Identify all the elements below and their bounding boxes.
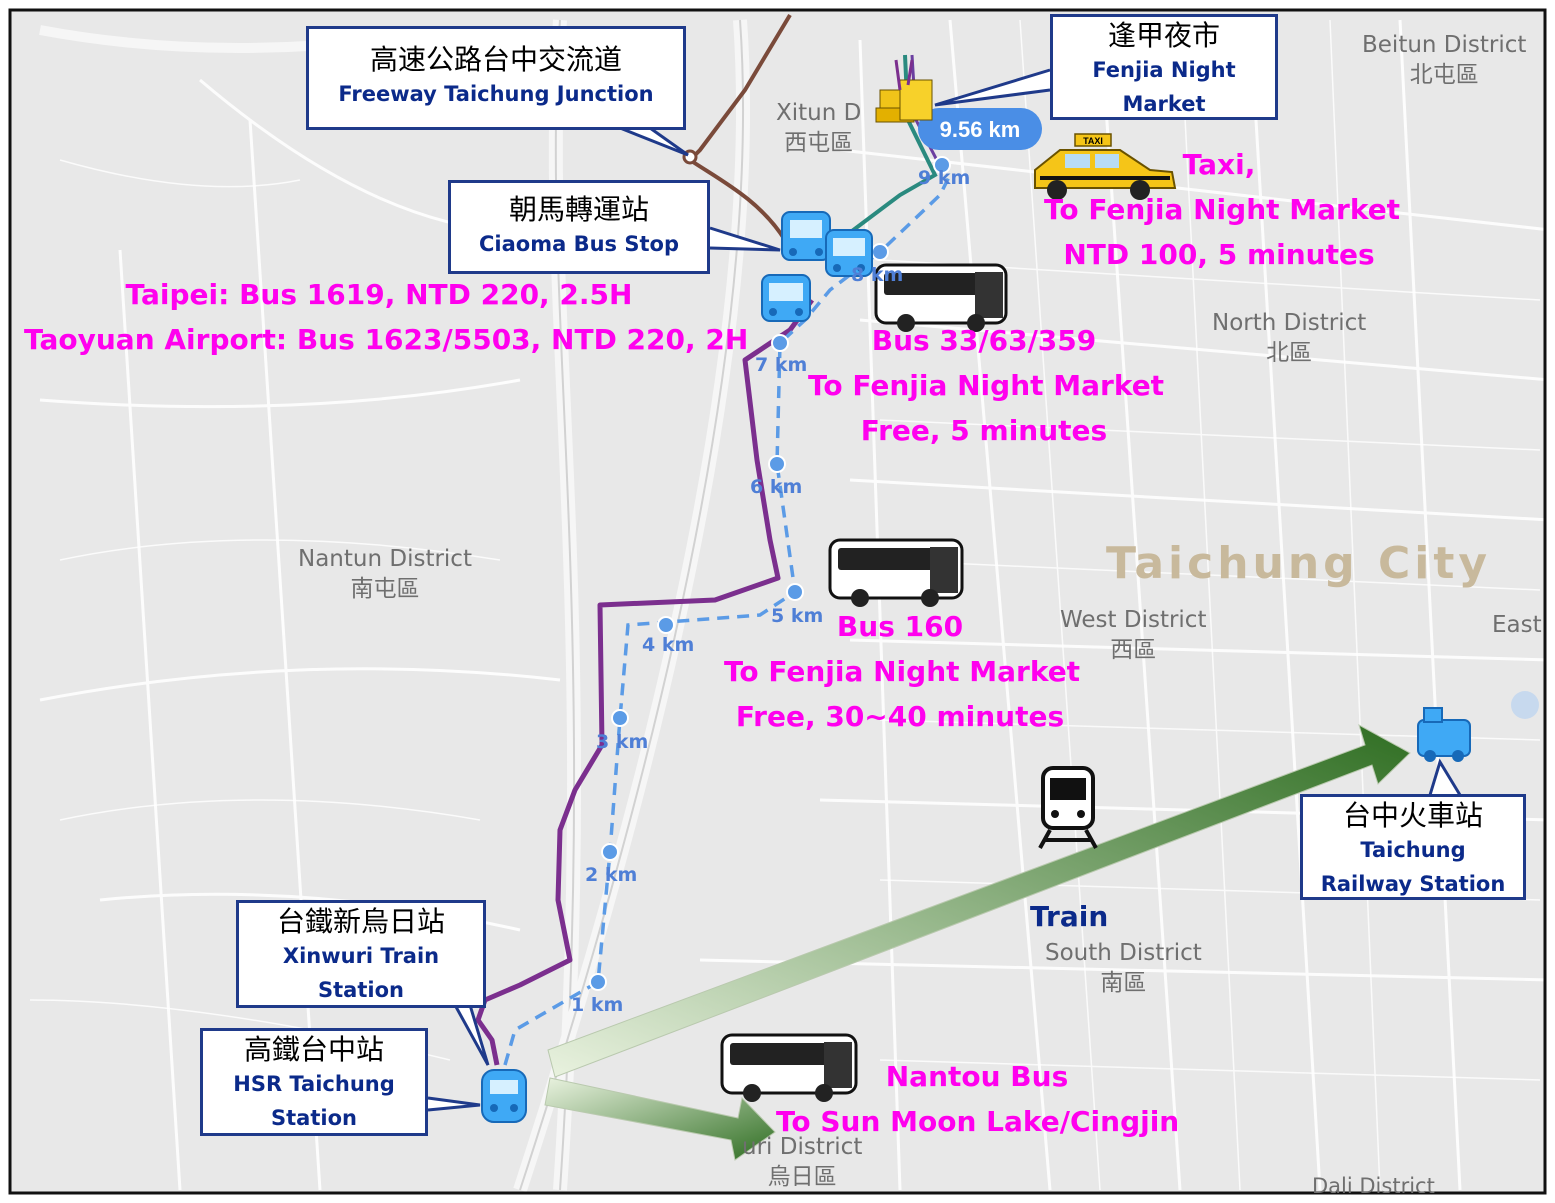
freeway-en: Freeway Taichung Junction [338,82,654,106]
railway-zh: 台中火車站 [1342,799,1483,832]
km-label-1: 1 km [571,994,624,1016]
train-arrow [547,723,1411,1078]
fenjia-zh: 逢甲夜市 [1107,19,1220,52]
coach-bus-icon-3 [720,1033,858,1102]
bus-160-line-1: Bus 160 [836,610,964,643]
fenjia-en-2: Market [1122,92,1206,116]
xinwuri-en-1: Xinwuri Train [282,944,440,968]
taxi-sign-text: TAXI [1083,136,1103,146]
district-west: West District 西區 [1060,605,1206,665]
taxi-info: Taxi, To Fenjia Night Market NTD 100, 5 … [1044,142,1401,277]
fenjia-market-icon [875,59,933,123]
coach-bus-icon-2 [828,538,964,607]
km-label-9: 9 km [918,167,971,189]
distance-badge-text: 9.56 km [940,117,1021,142]
district-nantun-en: Nantun District [298,546,472,572]
km-label-3: 3 km [596,731,649,753]
district-north: North District 北區 [1212,308,1366,368]
hsr-en-2: Station [271,1106,357,1130]
freeway-zh: 高速公路台中交流道 [369,43,622,76]
km-label-6: 6 km [750,476,803,498]
map-frame [8,8,1547,1195]
ciaoma-bus-stop-icon [761,211,873,322]
hsr-en-1: HSR Taichung [233,1072,395,1096]
xinwuri-en-2: Station [318,978,404,1002]
railway-en-2: Railway Station [1320,872,1506,896]
callout-ciaoma-bus-stop: 朝馬轉運站 Ciaoma Bus Stop [448,180,710,274]
hsr-zh: 高鐵台中站 [243,1033,384,1066]
bus-33-info: Bus 33/63/359 To Fenjia Night Market Fre… [808,318,1165,453]
km-label-5: 5 km [771,605,824,627]
taxi-icon: TAXI [1034,133,1177,200]
district-xitun-zh: 西屯區 [784,130,854,156]
district-beitun-en: Beitun District [1362,32,1527,58]
taxi-line-1: Taxi, [1182,148,1256,181]
district-west-zh: 西區 [1110,637,1157,663]
district-beitun-zh: 北屯區 [1409,62,1479,88]
nantou-line-1: Nantou Bus [885,1060,1069,1093]
intercity-line-2: Taoyuan Airport: Bus 1623/5503, NTD 220,… [24,323,749,356]
district-wuri-en: uri District [742,1134,863,1160]
district-beitun: Beitun District 北屯區 [1362,30,1526,90]
district-west-en: West District [1060,607,1207,633]
bus-160-info: Bus 160 To Fenjia Night Market Free, 30~… [724,604,1081,739]
taxi-line-3: NTD 100, 5 minutes [1063,238,1375,271]
nantou-line-2: To Sun Moon Lake/Cingjin [776,1105,1180,1138]
bus-33-line-1: Bus 33/63/359 [871,324,1097,357]
km-label-7: 7 km [755,354,808,376]
intercity-line-1: Taipei: Bus 1619, NTD 220, 2.5H [125,278,633,311]
bus-33-line-3: Free, 5 minutes [860,414,1108,447]
district-north-en: North District [1212,310,1367,336]
district-wuri: uri District 烏日區 [742,1132,862,1192]
taxi-line-2: To Fenjia Night Market [1044,193,1401,226]
street-grid [39,19,1551,1191]
district-south: South District 南區 [1045,938,1202,998]
hsr-station-icon [481,1069,527,1123]
district-nantun-zh: 南屯區 [350,576,420,602]
district-xitun-en: Xitun D [776,100,862,126]
callout-fenjia-night-market: 逢甲夜市 Fenjia Night Market [1050,14,1278,120]
district-xitun: Xitun D 西屯區 [776,98,861,158]
ciaoma-en: Ciaoma Bus Stop [479,232,679,256]
district-east: East [1492,612,1542,638]
callout-xinwuri-station: 台鐵新烏日站 Xinwuri Train Station [236,900,486,1008]
district-north-zh: 北區 [1266,340,1313,366]
district-south-en: South District [1045,940,1202,966]
nantou-bus-info: Nantou Bus To Sun Moon Lake/Cingjin [776,1054,1180,1144]
bus-160-line-3: Free, 30~40 minutes [735,700,1065,733]
callout-taichung-railway: 台中火車站 Taichung Railway Station [1300,794,1526,900]
bus-33-line-2: To Fenjia Night Market [808,369,1165,402]
coach-bus-icon [874,263,1008,332]
xinwuri-zh: 台鐵新烏日站 [276,905,445,938]
distance-badge [918,108,1042,150]
train-label: Train [1030,900,1109,933]
km-label-4: 4 km [642,634,695,656]
bus-160-line-2: To Fenjia Night Market [724,655,1081,688]
km-dots [589,156,951,991]
railway-en-1: Taichung [1360,838,1466,862]
ciaoma-zh: 朝馬轉運站 [508,193,649,226]
callout-hsr-taichung: 高鐵台中站 HSR Taichung Station [200,1028,428,1136]
train-icon [1038,766,1098,849]
intercity-bus-info: Taipei: Bus 1619, NTD 220, 2.5H Taoyuan … [24,272,749,362]
district-dali: Dali District [1312,1176,1435,1193]
fenjia-en-1: Fenjia Night [1092,58,1236,82]
district-south-zh: 南區 [1100,970,1147,996]
district-wuri-zh: 烏日區 [767,1164,837,1190]
km-label-2: 2 km [585,864,638,886]
nantou-bus-arrow [544,1077,776,1161]
water-pond [1511,691,1539,719]
callout-freeway-junction: 高速公路台中交流道 Freeway Taichung Junction [306,26,686,130]
taichung-station-icon [1417,707,1471,762]
city-name: Taichung City [1106,538,1492,589]
km-label-8: 8 km [851,264,904,286]
district-nantun: Nantun District 南屯區 [298,544,472,604]
